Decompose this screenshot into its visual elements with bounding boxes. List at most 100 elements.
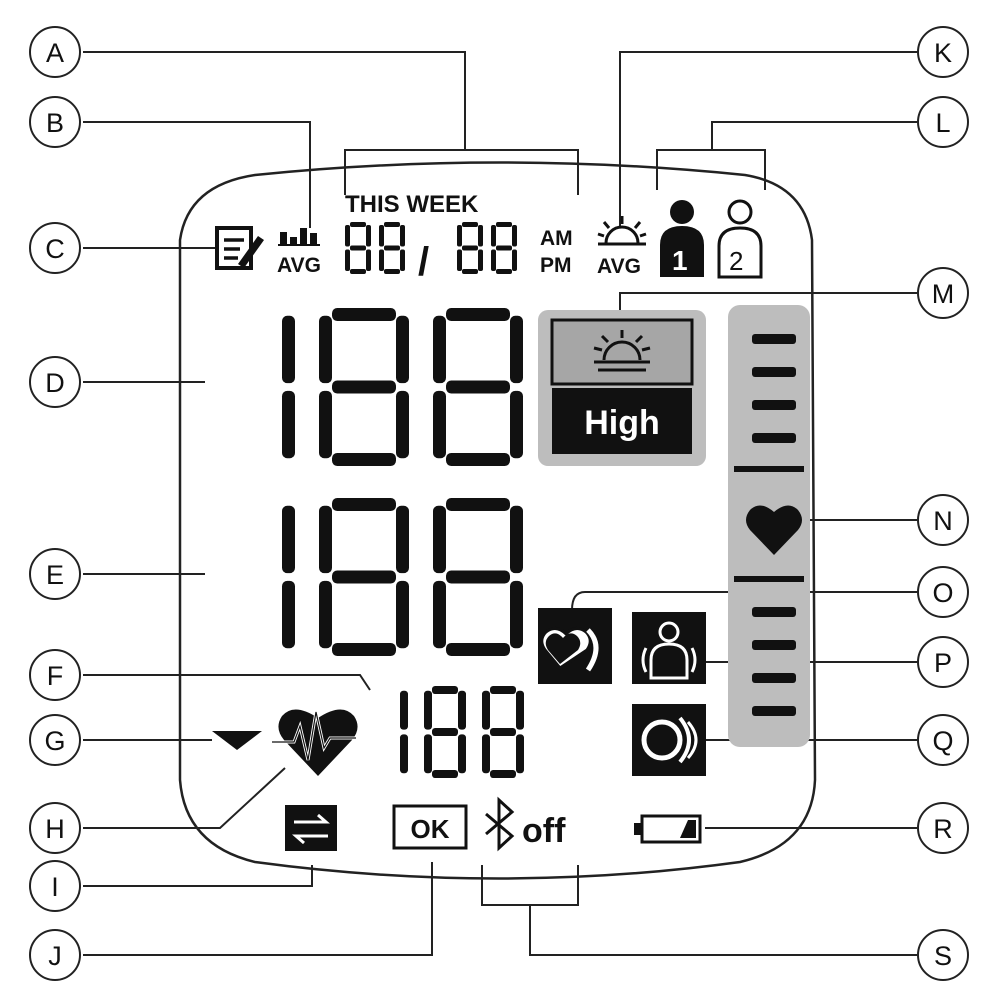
seven-segment-digit bbox=[457, 222, 483, 274]
seven-segment-digit bbox=[319, 498, 409, 656]
seven-segment-digit bbox=[345, 222, 371, 274]
segment-b bbox=[396, 505, 409, 574]
segment-f bbox=[433, 315, 446, 384]
avg-label-left: AVG bbox=[277, 254, 321, 277]
segment-c bbox=[516, 734, 524, 774]
segment-d bbox=[332, 643, 396, 656]
svg-text:I: I bbox=[51, 872, 59, 902]
segment-c bbox=[510, 580, 523, 649]
segment-e bbox=[482, 734, 490, 774]
date-separator: / bbox=[418, 240, 429, 284]
segment-d bbox=[496, 269, 512, 274]
segment-c bbox=[366, 249, 371, 271]
seven-segment-digit bbox=[319, 308, 409, 466]
segment-c bbox=[458, 734, 466, 774]
systolic-display bbox=[282, 308, 523, 466]
segment-f bbox=[319, 505, 332, 574]
segment-g bbox=[432, 728, 458, 736]
callout-r: R bbox=[917, 802, 969, 854]
segment-a bbox=[384, 222, 400, 227]
segment-e bbox=[424, 734, 432, 774]
segment-f bbox=[345, 225, 350, 247]
callout-h: H bbox=[29, 802, 81, 854]
segment-a bbox=[332, 308, 396, 321]
seven-segment-digit bbox=[491, 222, 517, 274]
callout-d: D bbox=[29, 356, 81, 408]
svg-text:Q: Q bbox=[932, 726, 953, 756]
body-movement-icon bbox=[632, 612, 706, 684]
svg-text:A: A bbox=[46, 38, 64, 68]
segment-b bbox=[400, 690, 408, 730]
average-bars-icon bbox=[278, 228, 320, 246]
am-label: AM bbox=[540, 227, 573, 250]
seven-segment-digit bbox=[433, 498, 523, 656]
segment-c bbox=[400, 734, 408, 774]
seven-segment-digit bbox=[424, 686, 466, 778]
segment-g bbox=[446, 380, 510, 394]
segment-a bbox=[446, 308, 510, 321]
pulse-display bbox=[400, 686, 524, 778]
segment-b bbox=[510, 315, 523, 384]
morning-high-indicator: High bbox=[538, 310, 706, 466]
seven-segment-digit bbox=[400, 690, 408, 774]
segment-d bbox=[462, 269, 478, 274]
svg-text:D: D bbox=[45, 368, 65, 398]
cuff-fit-icon bbox=[632, 704, 706, 776]
segment-g bbox=[462, 245, 478, 251]
segment-a bbox=[462, 222, 478, 227]
segment-c bbox=[396, 580, 409, 649]
leader-lines bbox=[83, 51, 917, 956]
lcd-outline bbox=[178, 161, 817, 880]
callout-f: F bbox=[29, 649, 81, 701]
svg-text:H: H bbox=[45, 814, 65, 844]
segment-c bbox=[510, 390, 523, 459]
segment-e bbox=[491, 249, 496, 271]
segment-g bbox=[446, 570, 510, 584]
seven-segment-digit bbox=[379, 222, 405, 274]
segment-b bbox=[510, 505, 523, 574]
segment-g bbox=[496, 245, 512, 251]
date-display bbox=[345, 222, 517, 274]
svg-text:J: J bbox=[48, 941, 62, 971]
svg-text:L: L bbox=[935, 108, 950, 138]
segment-a bbox=[446, 498, 510, 511]
segment-c bbox=[282, 580, 295, 649]
svg-text:R: R bbox=[933, 814, 953, 844]
callout-q: Q bbox=[917, 714, 969, 766]
pulse-heart-icon bbox=[746, 505, 802, 555]
ok-indicator: OK bbox=[392, 804, 468, 850]
diastolic-display bbox=[282, 498, 523, 656]
callout-g: G bbox=[29, 714, 81, 766]
segment-f bbox=[424, 690, 432, 730]
callout-b: B bbox=[29, 96, 81, 148]
segment-d bbox=[384, 269, 400, 274]
seven-segment-digit bbox=[433, 308, 523, 466]
svg-text:P: P bbox=[934, 648, 952, 678]
segment-b bbox=[400, 225, 405, 247]
segment-a bbox=[332, 498, 396, 511]
this-week-label: THIS WEEK bbox=[345, 191, 479, 218]
segment-f bbox=[379, 225, 384, 247]
irregular-heartbeat-icon bbox=[538, 608, 612, 684]
segment-b bbox=[458, 690, 466, 730]
svg-text:G: G bbox=[44, 726, 65, 756]
segment-g bbox=[332, 570, 396, 584]
segment-f bbox=[319, 315, 332, 384]
segment-e bbox=[433, 580, 446, 649]
segment-f bbox=[433, 505, 446, 574]
svg-text:F: F bbox=[47, 661, 64, 691]
svg-text:High: High bbox=[584, 404, 660, 442]
svg-text:M: M bbox=[932, 279, 955, 309]
segment-f bbox=[491, 225, 496, 247]
svg-text:1: 1 bbox=[672, 245, 688, 276]
down-arrow-icon bbox=[212, 731, 262, 750]
seven-segment-digit bbox=[282, 505, 295, 649]
callout-j: J bbox=[29, 929, 81, 981]
segment-c bbox=[396, 390, 409, 459]
segment-a bbox=[350, 222, 366, 227]
callout-n: N bbox=[917, 494, 969, 546]
segment-g bbox=[384, 245, 400, 251]
segment-d bbox=[446, 453, 510, 466]
callout-l: L bbox=[917, 96, 969, 148]
transfer-icon bbox=[285, 805, 337, 851]
